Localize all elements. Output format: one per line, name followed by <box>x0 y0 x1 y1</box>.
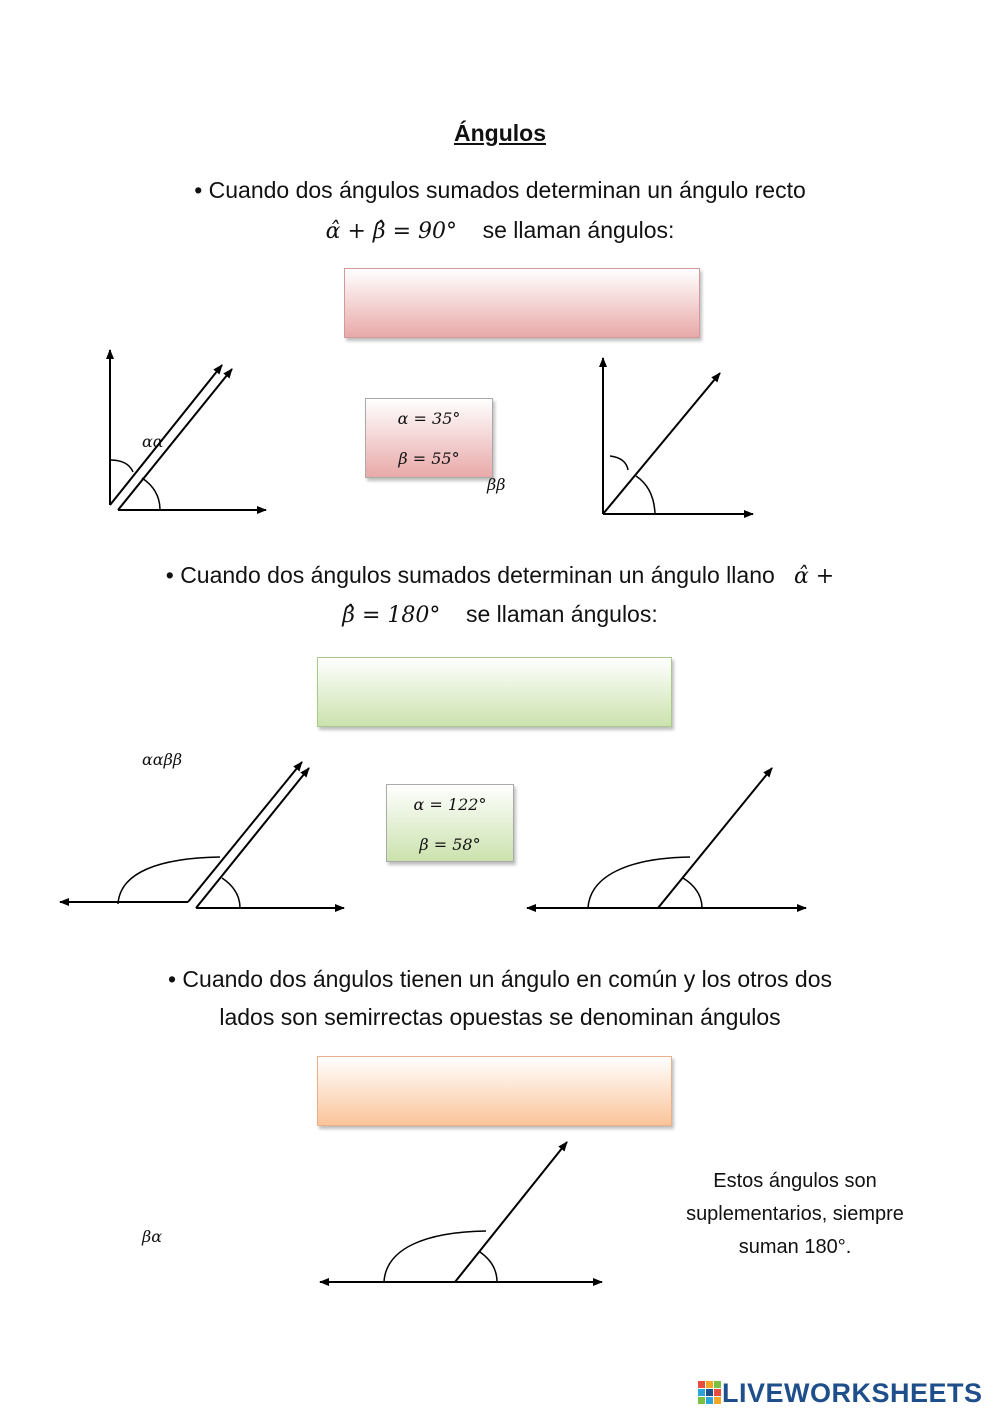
liveworksheets-logo: LIVEWORKSHEETS <box>698 1376 983 1410</box>
greek-label: ββ <box>487 475 506 494</box>
section2-tail: se llaman ángulos: <box>465 601 658 627</box>
answer-box-supplementary[interactable] <box>317 657 672 727</box>
section1-values-box: α = 35° β = 55° <box>365 398 493 478</box>
page-title: Ángulos <box>454 120 546 146</box>
logo-text: LIVEWORKSHEETS <box>722 1377 983 1408</box>
section2-text-line2: β̂ = 180° se llaman ángulos: <box>0 595 1000 635</box>
section2-line1-text: • Cuando dos ángulos sumados determinan … <box>165 562 775 588</box>
note-line: Estos ángulos son <box>713 1170 877 1192</box>
figure-adjacent-angles <box>319 1141 603 1286</box>
beta-value: β = 58° <box>419 835 481 854</box>
note-line: suman 180°. <box>738 1236 852 1258</box>
section2-values-box: α = 122° β = 58° <box>386 784 514 862</box>
alpha-value: α = 122° <box>413 795 487 814</box>
section3-text-line2: lados son semirrectas opuestas se denomi… <box>219 1004 781 1030</box>
note-line: suplementarios, siempre <box>686 1203 904 1225</box>
answer-box-adjacent[interactable] <box>317 1056 672 1126</box>
section2-text-line1: • Cuando dos ángulos sumados determinan … <box>0 556 1000 596</box>
section2-formula-part2: β̂ = 180° <box>342 603 441 628</box>
section3-text-line1: • Cuando dos ángulos tienen un ángulo en… <box>167 966 832 992</box>
greek-label: βα <box>142 1227 163 1246</box>
section1-formula: α̂ + β̂ = 90° <box>325 219 458 244</box>
beta-value: β = 55° <box>398 449 460 468</box>
logo-icon <box>698 1381 721 1404</box>
figure-right-angle-split <box>106 349 267 514</box>
section1-tail: se llaman ángulos: <box>482 217 675 243</box>
greek-label: ααββ <box>142 750 183 769</box>
section2-formula-part1: α̂ + <box>793 564 835 589</box>
alpha-value: α = 35° <box>397 409 461 428</box>
figure-straight-angle-split <box>59 761 345 912</box>
section1-text-line2: α̂ + β̂ = 90° se llaman ángulos: <box>0 211 1000 251</box>
figure-straight-angle <box>526 767 807 912</box>
section1-text-line1: • Cuando dos ángulos sumados determinan … <box>194 177 806 203</box>
figure-right-angle <box>599 357 754 518</box>
supplementary-note: Estos ángulos son suplementarios, siempr… <box>660 1165 930 1264</box>
answer-box-complementary[interactable] <box>344 268 700 338</box>
